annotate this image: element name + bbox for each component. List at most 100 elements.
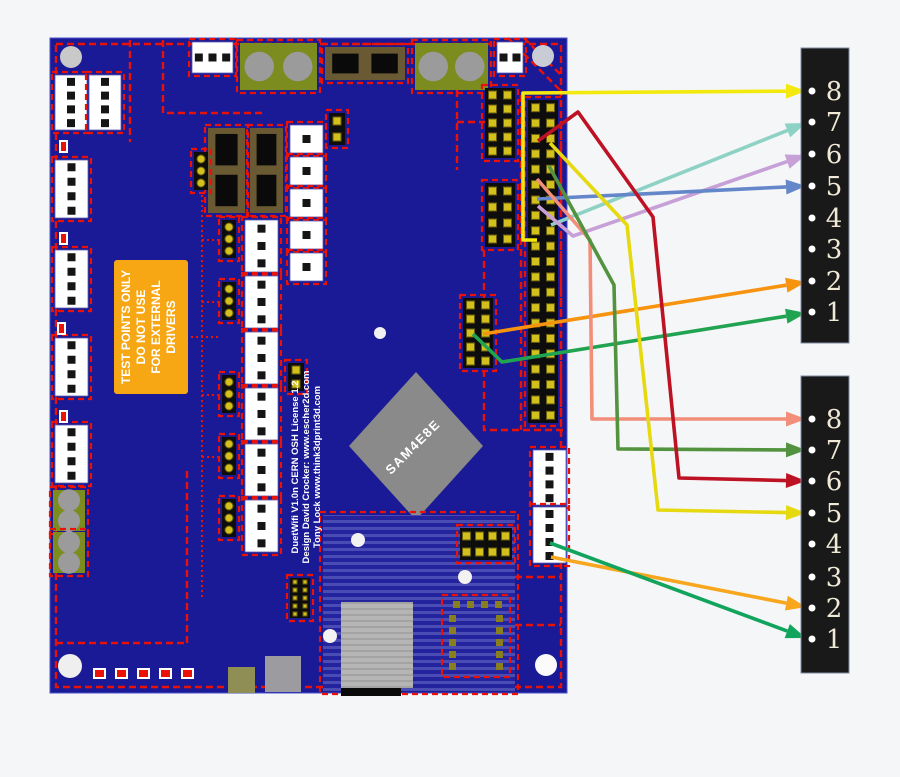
connector-pin — [545, 494, 554, 503]
footprint-pad — [453, 601, 460, 608]
footprint-pad — [496, 627, 503, 634]
test-point — [224, 234, 234, 244]
gold-pad — [292, 603, 298, 609]
pin-dot — [808, 308, 816, 316]
connector-pin — [257, 315, 266, 324]
gold-pad — [503, 146, 512, 156]
connector-pin — [257, 539, 266, 548]
connector-pin — [101, 119, 109, 128]
wire-line — [535, 177, 786, 421]
connector-pin — [67, 163, 76, 172]
terminal-hole — [418, 51, 448, 82]
jumper-slot — [332, 53, 359, 74]
gold-pad — [531, 210, 540, 220]
pin-dot — [808, 477, 816, 485]
silkscreen-outline — [440, 593, 512, 679]
connector-pin — [545, 480, 554, 489]
connector-pin — [67, 457, 76, 466]
credit-line-1: DuetWifi V1.0n CERN OSH License 1.2 — [290, 380, 301, 553]
gold-pad — [475, 531, 484, 541]
smd-pad-center — [117, 670, 126, 677]
misc-component — [341, 688, 401, 696]
connector-pin — [67, 296, 76, 305]
silkscreen-outline — [320, 42, 410, 85]
silkscreen-trace — [161, 40, 263, 115]
gold-pad — [531, 272, 540, 282]
gold-pad — [546, 410, 555, 420]
silkscreen-outline — [492, 37, 528, 78]
gold-pad — [291, 365, 301, 375]
connector-pin — [67, 105, 75, 114]
test-point — [224, 308, 234, 318]
smd-pad-center — [161, 670, 170, 677]
test-point — [224, 439, 234, 449]
warning-label-text: TEST POINTS ONLY DO NOT USE FOR EXTERNAL… — [119, 270, 178, 384]
gold-pad — [481, 300, 490, 310]
connector-pin — [257, 483, 266, 492]
gold-pad — [292, 595, 298, 601]
credit-line-2: Design David Crocker: www.escher2d.com — [301, 371, 312, 564]
silkscreen-outline — [285, 248, 328, 286]
terminal-hole — [244, 51, 274, 82]
warning-label — [114, 260, 188, 394]
connector-pin — [194, 53, 203, 62]
connector-pin — [257, 392, 266, 401]
wifi-module-chip — [341, 602, 413, 688]
gold-pad — [501, 531, 510, 541]
footprint-pad — [495, 601, 502, 608]
gold-pad — [488, 547, 497, 557]
wire-to-bottom-pin-7 — [547, 165, 806, 458]
silkscreen-outline — [50, 245, 93, 313]
pin-dot — [808, 87, 816, 95]
smd-pad-center — [95, 670, 104, 677]
connector-pin — [302, 135, 311, 143]
connector-pin — [67, 428, 76, 437]
gold-pad — [503, 118, 512, 128]
credit-line-3: Tony Lock www.think3dprint3d.com — [312, 386, 323, 548]
gold-pad — [503, 202, 512, 212]
gold-pad — [302, 595, 308, 601]
connector-pin — [67, 177, 76, 186]
footprint-pad — [449, 627, 456, 634]
jumper-slot — [256, 174, 277, 207]
silkscreen-outline — [285, 152, 328, 190]
connector-pin — [499, 53, 508, 62]
wire-line — [536, 185, 787, 201]
gold-pad — [488, 146, 497, 156]
silkscreen-outline — [410, 38, 493, 95]
connector-pin — [67, 253, 76, 262]
pin-number: 3 — [826, 563, 843, 593]
connector-pin — [512, 53, 521, 62]
pin-dot — [808, 182, 816, 190]
terminal-hole — [58, 509, 80, 532]
wire-line — [550, 128, 789, 227]
footprint-pad — [496, 651, 503, 658]
gold-pad — [531, 257, 540, 266]
wire-line — [536, 110, 787, 483]
connector-pin — [257, 354, 266, 362]
connector-pin — [67, 355, 76, 364]
gold-pad — [546, 333, 555, 343]
pin-dot — [808, 118, 816, 126]
gold-pad — [503, 132, 512, 142]
pin-number: 3 — [826, 235, 843, 265]
wire-to-top-pin-5 — [536, 179, 806, 201]
arrowhead — [785, 442, 806, 458]
gold-pad — [546, 149, 555, 159]
gold-pad — [488, 132, 497, 142]
gold-pad — [488, 104, 497, 114]
connector-pin — [257, 448, 266, 457]
terminal-hole — [283, 51, 313, 82]
wire-line — [547, 165, 787, 452]
wire-to-bottom-pin-1 — [549, 541, 806, 639]
pcb-board — [48, 37, 571, 696]
wire-line — [548, 141, 787, 515]
pin-number: 6 — [826, 140, 843, 170]
pin-dot — [808, 573, 816, 581]
terminal-hole — [58, 551, 80, 574]
test-point — [224, 377, 234, 387]
warning-line-2: DO NOT USE — [134, 290, 148, 365]
